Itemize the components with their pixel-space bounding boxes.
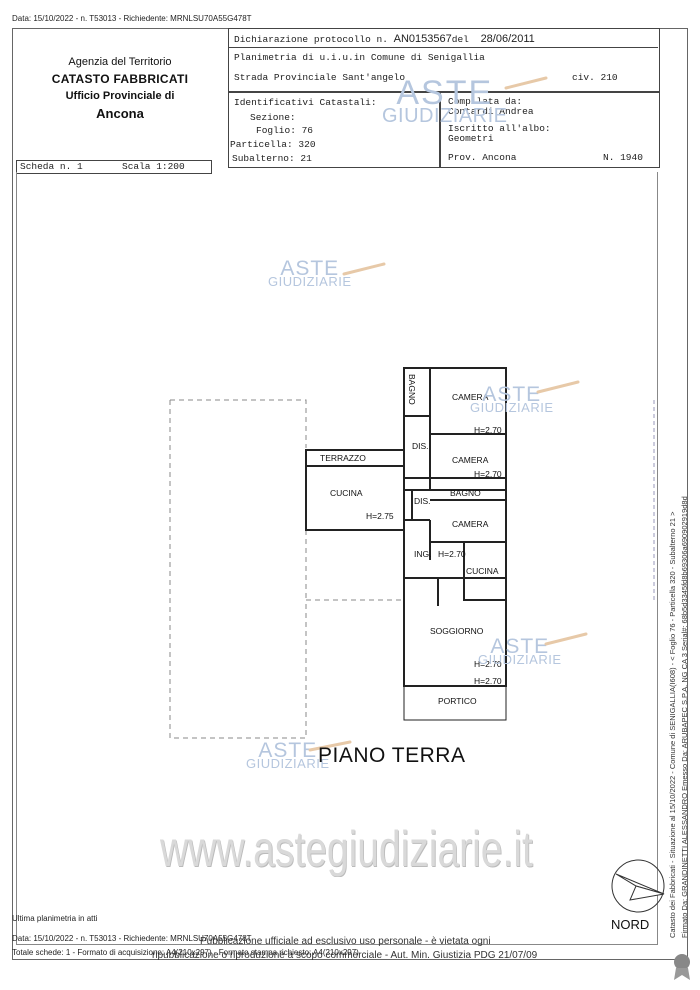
catastal-box [228,92,440,168]
ufficio-label: Ufficio Provinciale di [65,90,175,102]
protocol-del: del [451,34,469,45]
planimetria-line: Planimetria di u.i.u.in Comune di Seniga… [234,52,485,63]
room-cucina-1: CUCINA [330,488,363,498]
watermark-4-sub: GIUDIZIARIE [246,756,330,771]
scheda-box [16,160,212,174]
room-bagno: BAGNO [450,488,481,498]
sezione-label: Sezione: [250,112,296,123]
foglio-value: Foglio: 76 [256,125,314,136]
protocol-label: Dichiarazione protocollo n. [234,34,388,45]
iscrizione-number: N. 1940 [603,152,643,163]
particella-value: Particella: 320 [230,139,316,150]
watermark-1-title: ASTE [280,257,340,280]
room-camera-1-height: H=2.70 [474,425,502,435]
room-cucina-1-height: H=2.75 [366,511,394,521]
plan-title: PIANO TERRA [318,744,466,767]
watermark-2: ASTE GIUDIZIARIE [470,384,554,414]
external-outline [170,399,307,448]
top-meta: Data: 15/10/2022 - n. T53013 - Richieden… [12,14,252,23]
city-name: Ancona [96,106,144,121]
watermark-3-title: ASTE [490,635,550,658]
site-watermark: www.astegiudiziarie.it [160,821,533,877]
watermark-title: ASTE [396,74,494,112]
side-text-catasto: Catasto dei Fabbricati - Situazione al 1… [668,511,677,939]
scheda-number: Scheda n. 1 [20,161,83,172]
publication-notice-1: Pubblicazione ufficiale ad esclusivo uso… [200,936,491,947]
room-soggiorno-height-1: H=2.70 [474,659,502,669]
watermark-4-title: ASTE [258,739,318,762]
external-outline-2 [169,400,404,739]
terrazzo-outline [305,449,405,467]
scheda-scale: Scala 1:200 [122,161,185,172]
watermark-3-sub: GIUDIZIARIE [478,652,562,667]
room-dis-2: DIS. [414,496,431,506]
compilata-box [440,92,660,168]
protocol-number: AN0153567 [393,33,452,45]
header-watermark: ASTE GIUDIZIARIE [382,76,508,126]
room-camera-2: CAMERA [452,455,489,465]
catasto-title: CATASTO FABBRICATI [51,72,189,86]
prov-value: Prov. Ancona [448,152,517,163]
watermark-1-sub: GIUDIZIARIE [268,274,352,289]
protocol-line: Dichiarazione protocollo n. AN0153567del… [234,33,535,45]
gavel-2 [536,380,580,394]
protocol-box [228,28,660,92]
room-ingresso-height: H=2.70 [438,549,466,559]
room-camera-3: CAMERA [452,519,489,529]
compass-icon [611,859,665,913]
footer-totale: Totale schede: 1 - Formato di acquisizio… [12,948,359,957]
watermark-2-sub: GIUDIZIARIE [470,400,554,415]
iscritto-label: Iscritto all'albo: [448,123,551,134]
albo-value: Geometri [448,133,494,144]
catastal-title: Identificativi Catastali: [234,97,377,108]
watermark-3: ASTE GIUDIZIARIE [478,636,562,666]
street-line: Strada Provinciale Sant'angelo [234,72,406,83]
compilata-label: Compilata da: [448,96,523,107]
room-cucina-2: CUCINA [466,566,499,576]
protocol-date: 28/06/2011 [480,33,535,45]
compilata-name: Contardi Andrea [448,106,534,117]
footer-meta: Data: 15/10/2022 - n. T53013 - Richieden… [12,934,252,943]
watermark-1: ASTE GIUDIZIARIE [268,258,352,288]
civ-number: civ. 210 [572,72,618,83]
agency-name: Agenzia del Territorio [68,56,172,68]
watermark-4: ASTE GIUDIZIARIE [246,740,330,770]
drawing-frame [16,172,658,945]
watermark-2-title: ASTE [482,383,542,406]
gavel-3 [544,632,588,646]
room-camera-1: CAMERA [452,392,489,402]
room-dis-1: DIS. [412,441,429,451]
gavel-1 [342,262,386,276]
room-ingresso: ING. [414,549,432,559]
divider [228,47,658,48]
seal-icon [674,954,690,980]
subalterno-value: Subalterno: 21 [232,153,312,164]
office-block: Agenzia del Territorio CATASTO FABBRICAT… [22,38,218,158]
room-camera-2-height: H=2.70 [474,469,502,479]
room-portico: PORTICO [438,696,477,706]
gavel-5 [504,76,548,90]
wall-portico [403,685,507,721]
room-terrazzo: TERRAZZO [320,453,366,463]
watermark-sub: GIUDIZIARIE [382,105,508,127]
room-soggiorno-height-2: H=2.70 [474,676,502,686]
gavel-4 [308,740,352,752]
wall-block-top [403,367,507,491]
nord-label: NORD [611,917,650,932]
side-text-firmato: Firmato Da: GRANDINETTI ALESSANDRO Emess… [680,496,689,938]
ultima-planimetria: Ultima planimetria in atti [12,914,98,923]
wall-cucina-2 [463,541,507,601]
publication-notice-2: ripubblicazione o riproduzione a scopo c… [152,950,538,961]
room-soggiorno: SOGGIORNO [430,626,484,636]
